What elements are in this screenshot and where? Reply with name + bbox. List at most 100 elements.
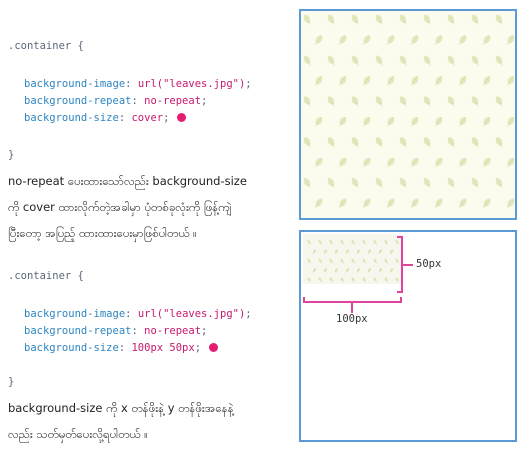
leaf-icon: [411, 35, 419, 45]
leaf-icon: [495, 96, 503, 107]
css-value: 100px 50px: [131, 342, 195, 354]
leaf-icon: [351, 277, 355, 283]
leaf-pattern-icon: [302, 14, 515, 218]
leaf-icon: [411, 76, 419, 86]
leaf-icon: [423, 177, 431, 188]
leaf-icon: [334, 249, 339, 254]
leaf-icon: [399, 55, 407, 66]
leaf-icon: [303, 55, 311, 66]
leaf-icon: [471, 55, 479, 66]
leaf-icon: [459, 157, 467, 168]
css-selector: .container {: [8, 40, 84, 52]
css-selector: .container {: [8, 270, 84, 282]
description-line: လည်း သတ်မှတ်ပေးလို့ရပါတယ် ။: [8, 427, 148, 441]
leaf-icon: [447, 55, 455, 66]
leaf-icon: [389, 249, 394, 254]
css-line-background-image: background-image: url("leaves.jpg");: [24, 308, 252, 320]
width-bracket-tick: [351, 303, 353, 313]
leaf-icon: [384, 258, 388, 264]
leaf-icon: [363, 157, 371, 168]
leaf-icon: [363, 198, 371, 209]
leaf-icon: [339, 35, 347, 45]
leaf-icon: [318, 258, 322, 264]
leaf-icon: [327, 14, 335, 25]
leaf-icon: [395, 258, 399, 264]
code-block-cover: .container { background-image: url("leav…: [8, 38, 293, 168]
leaf-icon: [345, 268, 350, 273]
leaf-icon: [315, 116, 323, 127]
leaf-icon: [363, 116, 371, 127]
height-bracket-tick: [403, 264, 413, 266]
leaf-icon: [351, 258, 355, 264]
height-bracket: [401, 236, 403, 293]
css-value: cover: [131, 112, 164, 124]
leaf-icon: [345, 249, 350, 254]
leaf-icon: [384, 240, 388, 245]
description-line: ကို cover ထားလိုက်တဲ့အခါမှာ ပုံတစ်ခုလုံး…: [8, 200, 232, 214]
preview-box-size: [299, 230, 517, 442]
leaf-icon: [339, 198, 347, 209]
description-size: background-size ကို x တန်ဖိုးနဲ့ y တန်ဖိ…: [8, 395, 290, 447]
leaf-icon: [334, 268, 339, 273]
leaf-pattern-icon: [307, 240, 403, 283]
leaf-icon: [362, 258, 366, 264]
leaf-icon: [423, 96, 431, 107]
leaf-icon: [423, 14, 431, 25]
leaf-icon: [471, 14, 479, 25]
leaf-icon: [435, 157, 443, 168]
leaf-icon: [367, 268, 372, 273]
leaf-icon: [307, 277, 311, 283]
leaf-icon: [356, 249, 361, 254]
leaf-icon: [495, 14, 503, 25]
leaf-icon: [303, 96, 311, 107]
leaf-icon: [411, 157, 419, 168]
leaf-icon: [373, 240, 377, 245]
leaf-icon: [340, 258, 344, 264]
leaf-icon: [483, 116, 491, 127]
leaf-icon: [318, 277, 322, 283]
leaf-icon: [351, 14, 359, 25]
leaf-icon: [507, 116, 515, 127]
leaf-icon: [339, 157, 347, 168]
leaf-icon: [374, 217, 385, 218]
leaf-icon: [363, 35, 371, 45]
leaf-icon: [495, 177, 503, 188]
height-bracket-cap: [397, 236, 403, 238]
leaf-icon: [315, 35, 323, 45]
css-value: no-repeat: [144, 325, 202, 337]
leaf-icon: [375, 96, 383, 107]
description-cover: no-repeat ပေးထားသော်လည်း background-size…: [8, 168, 290, 246]
css-line-background-image: background-image: url("leaves.jpg");: [24, 78, 252, 90]
leaf-icon: [302, 217, 313, 218]
leaf-icon: [395, 240, 399, 245]
css-value: url("leaves.jpg"): [137, 308, 246, 320]
leaf-icon: [399, 96, 407, 107]
height-label: 50px: [416, 258, 442, 270]
leaf-icon: [329, 277, 333, 283]
preview-box-cover: [299, 9, 517, 220]
leaf-icon: [387, 157, 395, 168]
leaf-icon: [435, 35, 443, 45]
leaf-icon: [329, 240, 333, 245]
leaf-icon: [307, 258, 311, 264]
leaf-icon: [315, 76, 323, 86]
leaf-icon: [411, 198, 419, 209]
leaf-icon: [389, 268, 394, 273]
width-label: 100px: [336, 313, 368, 325]
leaf-icon: [356, 268, 361, 273]
leaf-icon: [435, 198, 443, 209]
css-property: background-image: [24, 308, 126, 320]
css-property: background-size: [24, 342, 119, 354]
leaf-icon: [378, 268, 383, 273]
css-line-background-size: background-size: cover;: [24, 110, 187, 127]
leaf-icon: [339, 76, 347, 86]
leaf-icon: [315, 198, 323, 209]
leaf-icon: [323, 249, 328, 254]
leaf-icon: [340, 240, 344, 245]
width-bracket-cap: [400, 297, 402, 303]
leaf-icon: [495, 137, 503, 148]
leaf-icon: [435, 116, 443, 127]
css-close-brace: }: [8, 376, 15, 388]
leaf-icon: [435, 76, 443, 86]
leaf-icon: [483, 76, 491, 86]
